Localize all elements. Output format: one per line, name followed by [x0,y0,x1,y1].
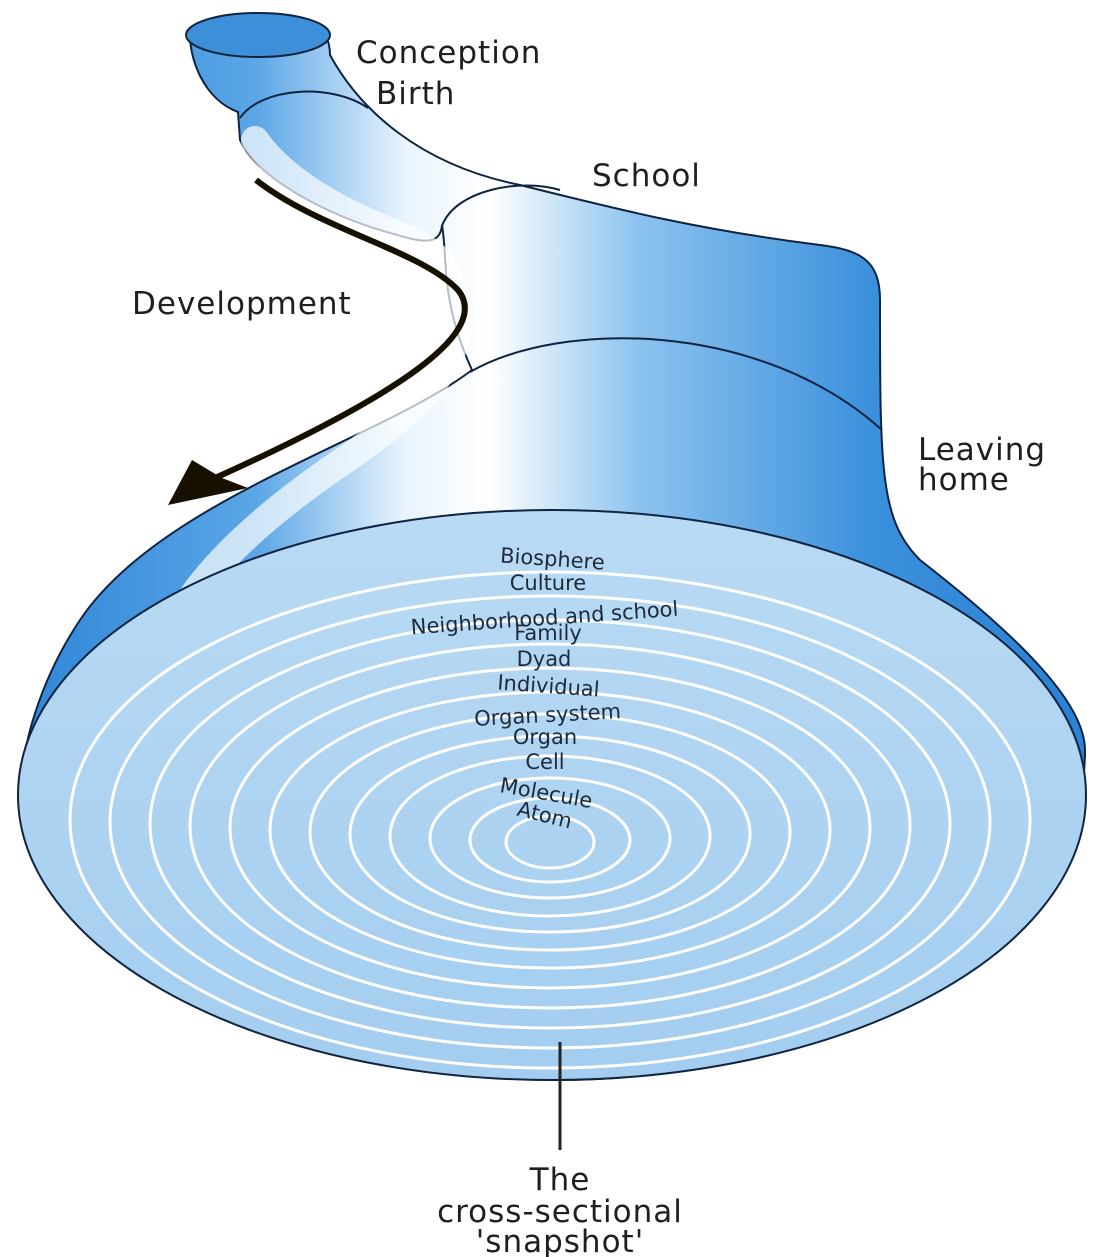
level-label-family: Family [514,621,582,645]
level-label-culture: Culture [510,571,586,595]
leaving-home-boundary [469,337,883,431]
birth-label: Birth [376,76,455,112]
development-arrow-shaft [213,177,468,481]
cross-section-disk [17,509,1087,1081]
level-label-dyad: Dyad [517,647,572,671]
caption-line3: 'snapshot' [476,1224,644,1257]
leaving-home-label-line2: home [918,462,1010,498]
level-label-organ: Organ [513,725,577,749]
level-label-cell: Cell [525,750,564,774]
caption-line2: cross-sectional [437,1194,683,1230]
conception-label: Conception [356,35,541,71]
development-label: Development [132,286,352,322]
birth-boundary [239,90,369,119]
development-arrowhead [168,460,248,505]
school-boundary [441,184,561,227]
leaving-home-label-line1: Leaving [918,432,1046,468]
school-label: School [592,158,701,194]
conception-opening [185,12,331,58]
concentric-rings [68,570,1032,1070]
caption-line1: The [529,1162,591,1198]
